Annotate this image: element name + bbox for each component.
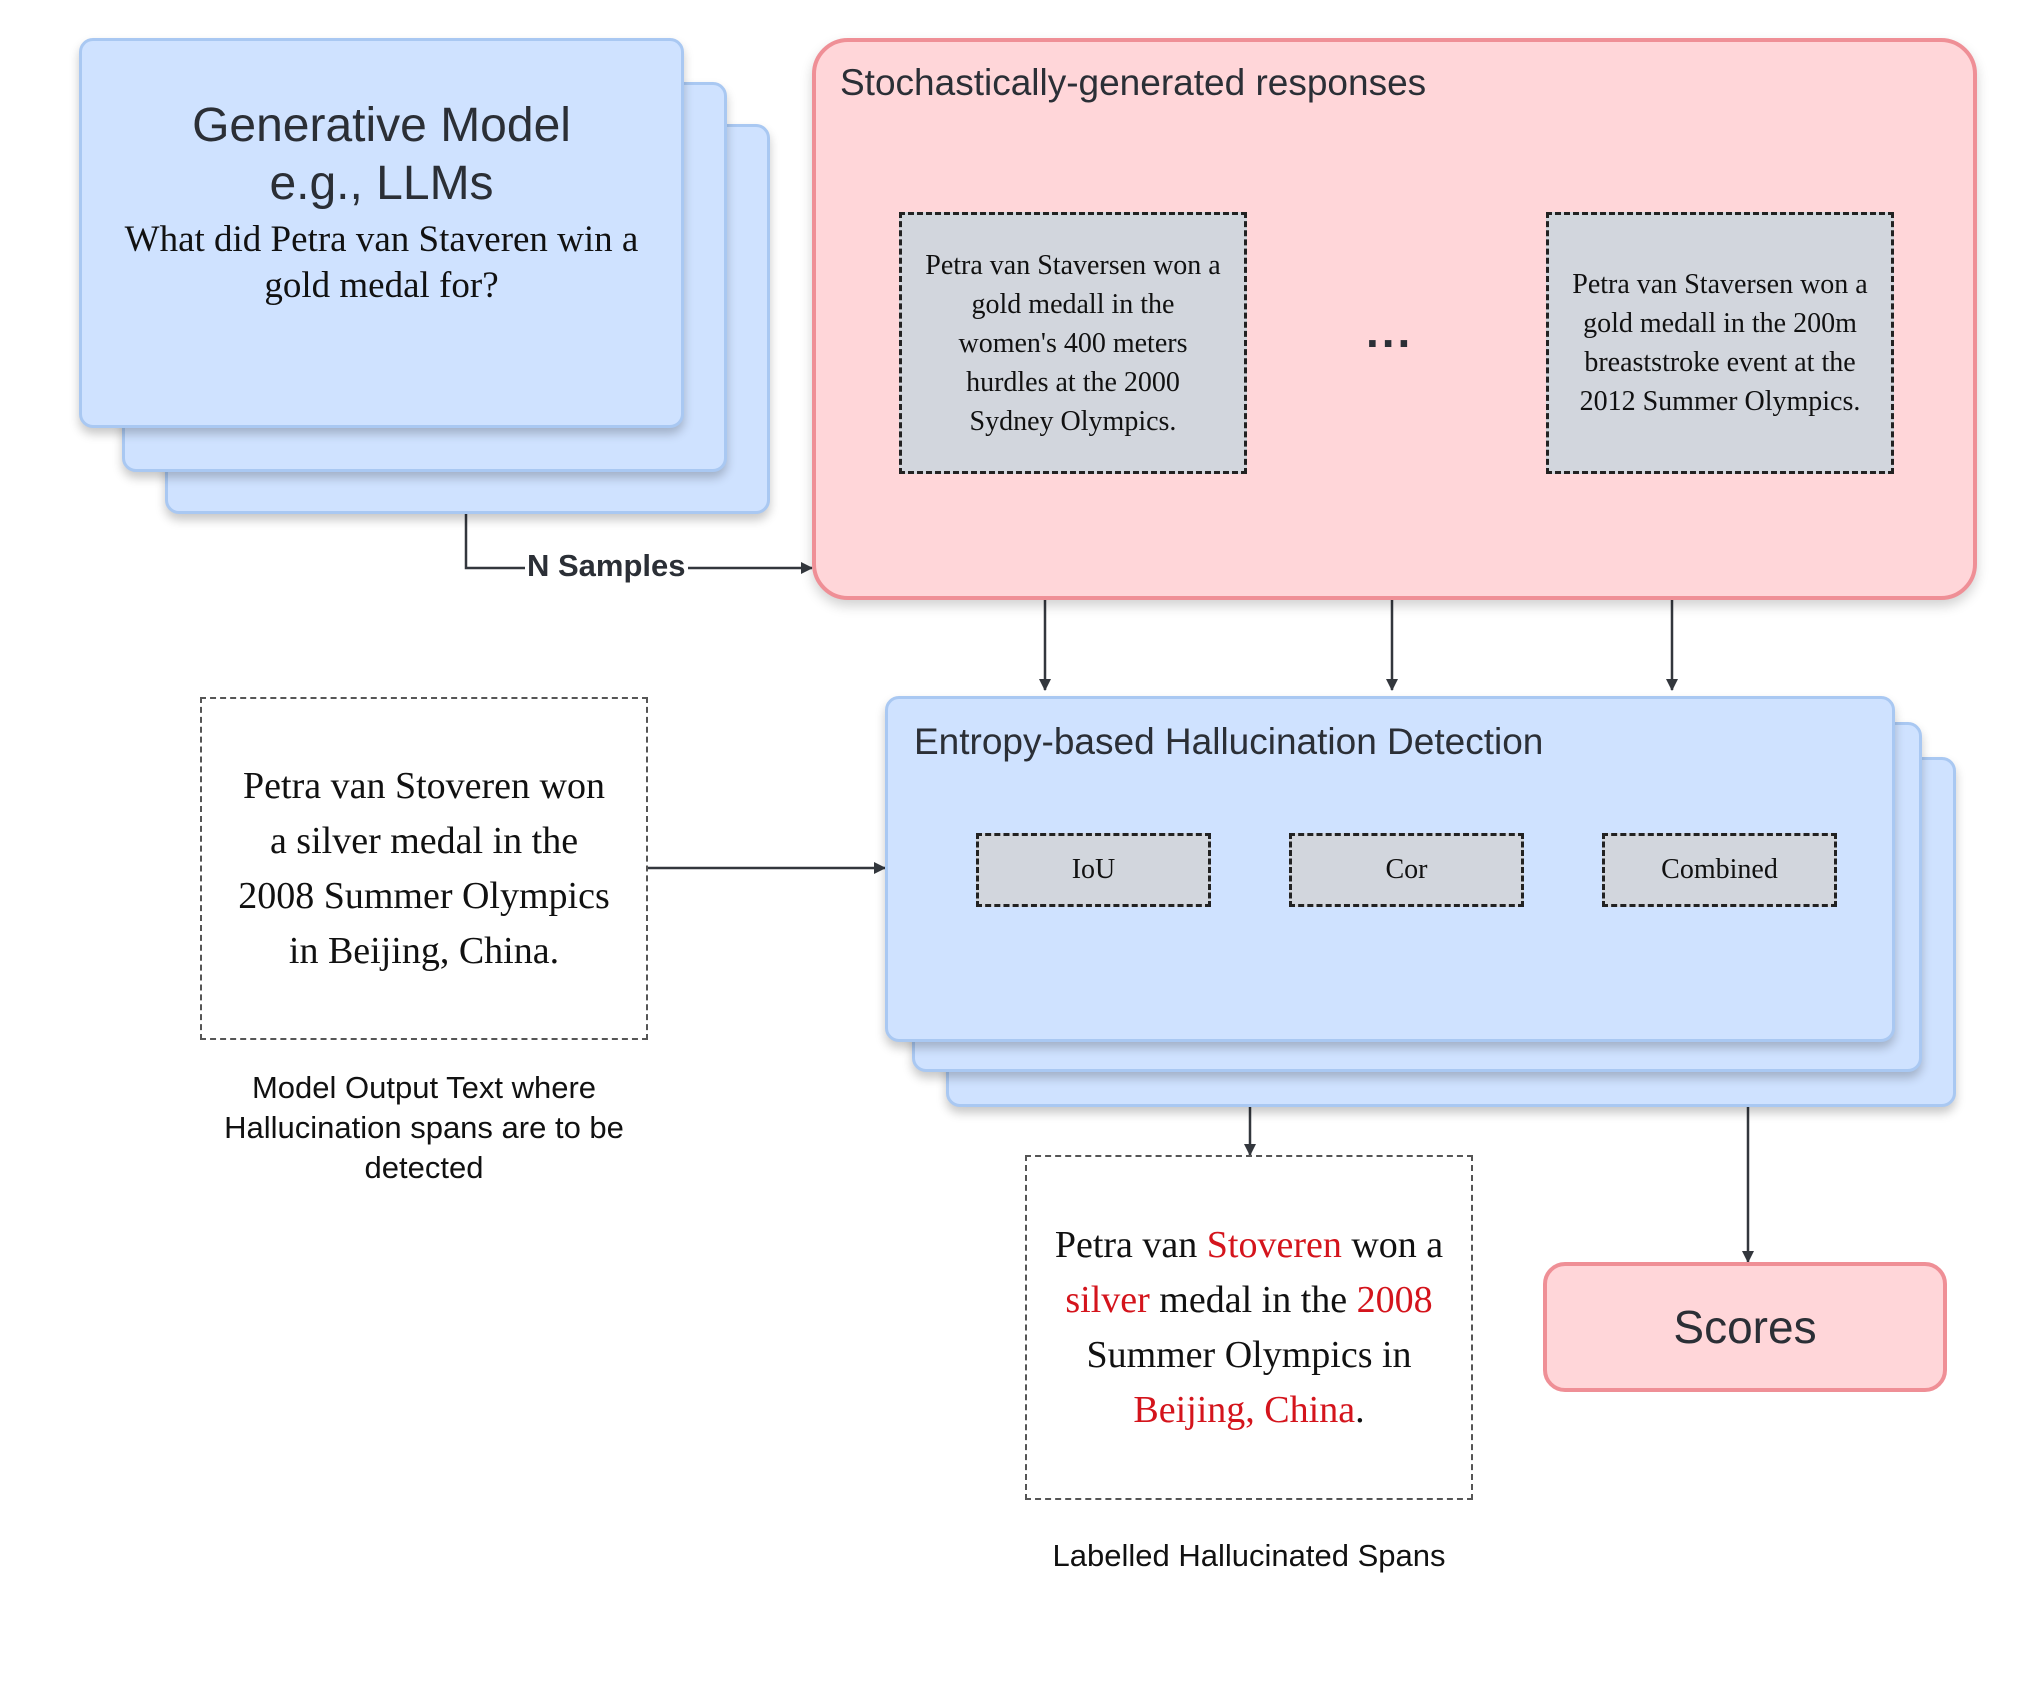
detection-card: Entropy-based Hallucination Detection Io… — [885, 696, 1895, 1042]
method-iou: IoU — [976, 833, 1211, 907]
text-span: Summer Olympics in — [1086, 1333, 1412, 1376]
stochastic-responses-panel: Stochastically-generated responses Petra… — [812, 38, 1977, 600]
n-samples-label: N Samples — [525, 546, 688, 586]
detection-title: Entropy-based Hallucination Detection — [914, 721, 1544, 762]
method-combined: Combined — [1602, 833, 1837, 907]
method-iou-label: IoU — [1071, 854, 1116, 885]
method-combined-label: Combined — [1661, 854, 1778, 885]
method-cor-label: Cor — [1385, 854, 1428, 885]
hallucinated-span: Beijing, China — [1133, 1388, 1356, 1431]
response-text-1: Petra van Staversen won a gold medall in… — [925, 249, 1221, 437]
generative-model-subtitle: e.g., LLMs — [269, 157, 494, 210]
labelled-spans-caption: Labelled Hallucinated Spans — [1052, 1538, 1446, 1573]
scores-label: Scores — [1673, 1301, 1817, 1353]
model-output-text: Petra van Stoveren won a silver medal in… — [238, 764, 610, 972]
hallucinated-span: silver — [1065, 1278, 1150, 1321]
text-span: medal in the — [1149, 1278, 1357, 1321]
text-span: . — [1355, 1388, 1365, 1431]
hallucinated-span: Stoveren — [1206, 1223, 1342, 1266]
text-span: Petra van — [1054, 1223, 1207, 1266]
model-output-caption: Model Output Text where Hallucination sp… — [224, 1070, 624, 1185]
generative-model-card: Generative Model e.g., LLMs What did Pet… — [79, 38, 684, 428]
scores-box: Scores — [1543, 1262, 1947, 1392]
labelled-spans-text: Petra van Stoveren won a silver medal in… — [1047, 1218, 1451, 1438]
labelled-spans-box: Petra van Stoveren won a silver medal in… — [1025, 1155, 1473, 1500]
n-samples-arrow — [464, 514, 813, 574]
method-cor: Cor — [1289, 833, 1524, 907]
stochastic-responses-title: Stochastically-generated responses — [840, 62, 1427, 103]
text-span: won a — [1341, 1223, 1444, 1266]
response-card-1: Petra van Staversen won a gold medall in… — [899, 212, 1247, 474]
response-card-2: Petra van Staversen won a gold medall in… — [1546, 212, 1894, 474]
model-output-box: Petra van Stoveren won a silver medal in… — [200, 697, 648, 1040]
response-text-2: Petra van Staversen won a gold medall in… — [1572, 269, 1868, 417]
hallucinated-span: 2008 — [1356, 1278, 1433, 1321]
ellipsis: ... — [1366, 305, 1414, 357]
generative-model-question: What did Petra van Staveren win a gold m… — [124, 219, 639, 306]
generative-model-title: Generative Model — [192, 99, 571, 152]
